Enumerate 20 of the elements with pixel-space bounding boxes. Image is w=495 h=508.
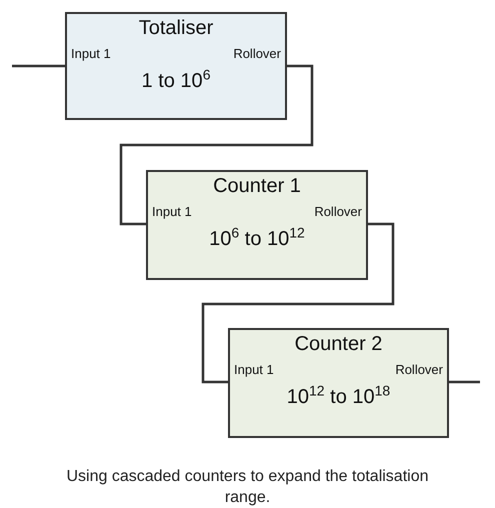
connector-line — [202, 222, 394, 384]
range-text: 10$^{12}$ to 10$^{18}$ — [286, 384, 390, 410]
range-text: 10$^{6}$ to 10$^{12}$ — [209, 226, 305, 252]
port-label: Rollover — [314, 204, 362, 220]
port-label: Input 1 — [234, 362, 274, 378]
box-title: Totaliser — [138, 16, 214, 40]
connector-line — [120, 64, 314, 226]
port-label: Rollover — [395, 362, 443, 378]
box-title: Counter 2 — [294, 332, 382, 356]
counter-block — [228, 328, 449, 438]
box-title: Counter 1 — [213, 174, 301, 198]
caption: Using cascaded counters to expand the totalisation range. — [65, 467, 430, 508]
connector-line — [12, 64, 65, 68]
connector-line — [449, 380, 480, 384]
port-label: Rollover — [233, 46, 281, 62]
port-label: Input 1 — [152, 204, 192, 220]
range-text: 1 to 10$^{6}$ — [142, 68, 210, 94]
counter-block — [65, 12, 287, 120]
counter-block — [146, 170, 368, 280]
port-label: Input 1 — [71, 46, 111, 62]
